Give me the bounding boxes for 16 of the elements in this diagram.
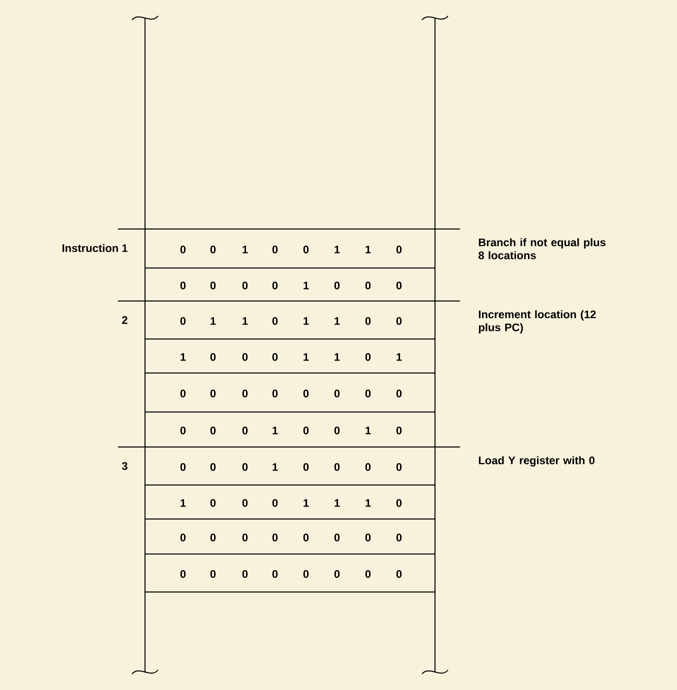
instruction-description: Branch if not equal plus 8 locations: [478, 238, 606, 260]
memory-cell: 0 0 0 0 0 0 0 0: [144, 518, 436, 554]
memory-cell: 1 0 0 0 1 1 1 0: [144, 484, 436, 520]
instruction-description: Load Y register with 0: [478, 456, 594, 466]
memory-cell: 0 0 0 0 1 0 0 0: [144, 268, 436, 302]
memory-cell: 0 0 0 0 0 0 0 0: [144, 554, 436, 592]
instruction-number: Instruction 1: [62, 244, 128, 252]
memory-cell: 0 1 1 0 1 1 0 0: [144, 300, 436, 340]
memory-cell: 0 0 0 0 0 0 0 0: [144, 372, 436, 412]
instruction-number: 2: [122, 316, 128, 324]
memory-cell: 0 0 0 1 0 0 1 0: [144, 412, 436, 448]
memory-cell: 1 0 0 0 1 1 0 1: [144, 338, 436, 374]
memory-cell: 0 0 1 0 0 1 1 0: [144, 228, 436, 268]
memory-cell: 0 0 0 1 0 0 0 0: [144, 446, 436, 486]
instruction-description: Increment location (12 plus PC): [478, 310, 596, 334]
instruction-number: 3: [122, 462, 128, 470]
